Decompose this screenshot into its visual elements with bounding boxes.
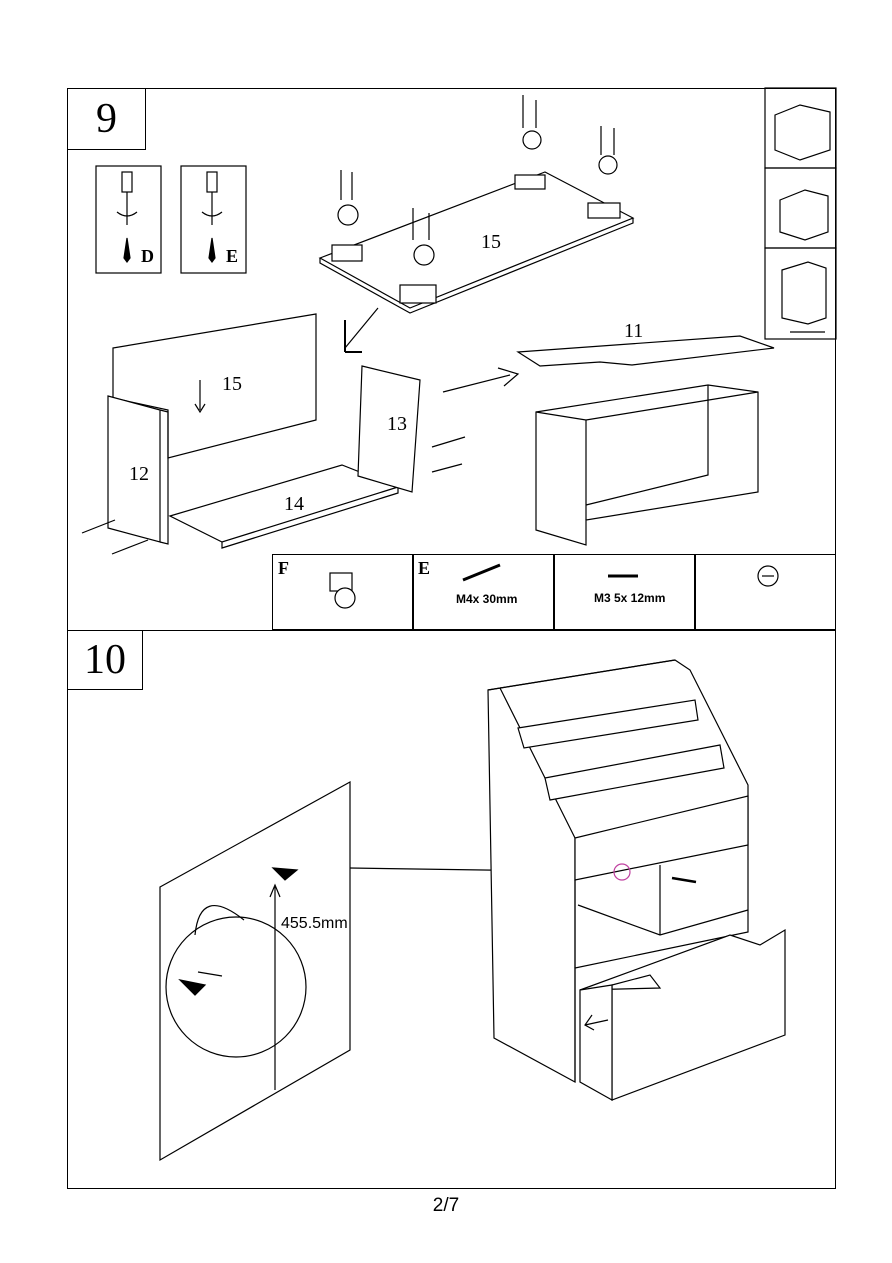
- step-10-number: 10: [67, 630, 143, 690]
- step-9-number: 9: [67, 88, 146, 150]
- caster-icon: [329, 572, 356, 609]
- part-15-top-label: 15: [481, 231, 501, 253]
- hardware-m3-spec: M3 5x 12mm: [594, 591, 666, 605]
- toy-drawer: [579, 928, 786, 1102]
- top-panel-11: [516, 335, 775, 367]
- part-15-back-label: 15: [222, 373, 242, 395]
- assembled-carcass: [535, 384, 759, 546]
- tool-d-label: D: [141, 246, 154, 266]
- part-11-label: 11: [624, 320, 644, 342]
- assembled-bookcase: [487, 659, 749, 1084]
- hardware-cell-e: [413, 554, 554, 630]
- hardware-f-letter: F: [278, 558, 289, 578]
- wall-panel: [159, 780, 351, 1162]
- panel-15-with-casters: [318, 95, 635, 314]
- screwdriver-e-diagram: [180, 165, 247, 274]
- arrow-right: [442, 367, 520, 393]
- part-14-label: 14: [284, 493, 304, 515]
- screw-m4x30-icon: [462, 563, 501, 582]
- hardware-cell-cam: [695, 554, 836, 630]
- screwdriver-d-diagram: [95, 165, 162, 274]
- arrow-down-left: [344, 307, 379, 353]
- hardware-e-letter: E: [418, 558, 431, 578]
- part-13-label: 13: [387, 413, 407, 435]
- step-divider: [67, 630, 836, 631]
- cam-lock-icon: [757, 565, 779, 587]
- hardware-e-spec: M4x 30mm: [456, 592, 518, 606]
- anchor-height-dimension: 455.5mm: [281, 915, 348, 932]
- hardware-cell-m3: [554, 554, 695, 630]
- tool-e-label: E: [226, 246, 239, 266]
- page-number: 2/7: [432, 1195, 460, 1216]
- side-panel-12: [81, 395, 169, 555]
- cam-lock-detail-panels: [764, 87, 837, 340]
- part-12-label: 12: [129, 463, 149, 485]
- hardware-cell-f: [272, 554, 413, 630]
- side-panel-13: [357, 365, 466, 493]
